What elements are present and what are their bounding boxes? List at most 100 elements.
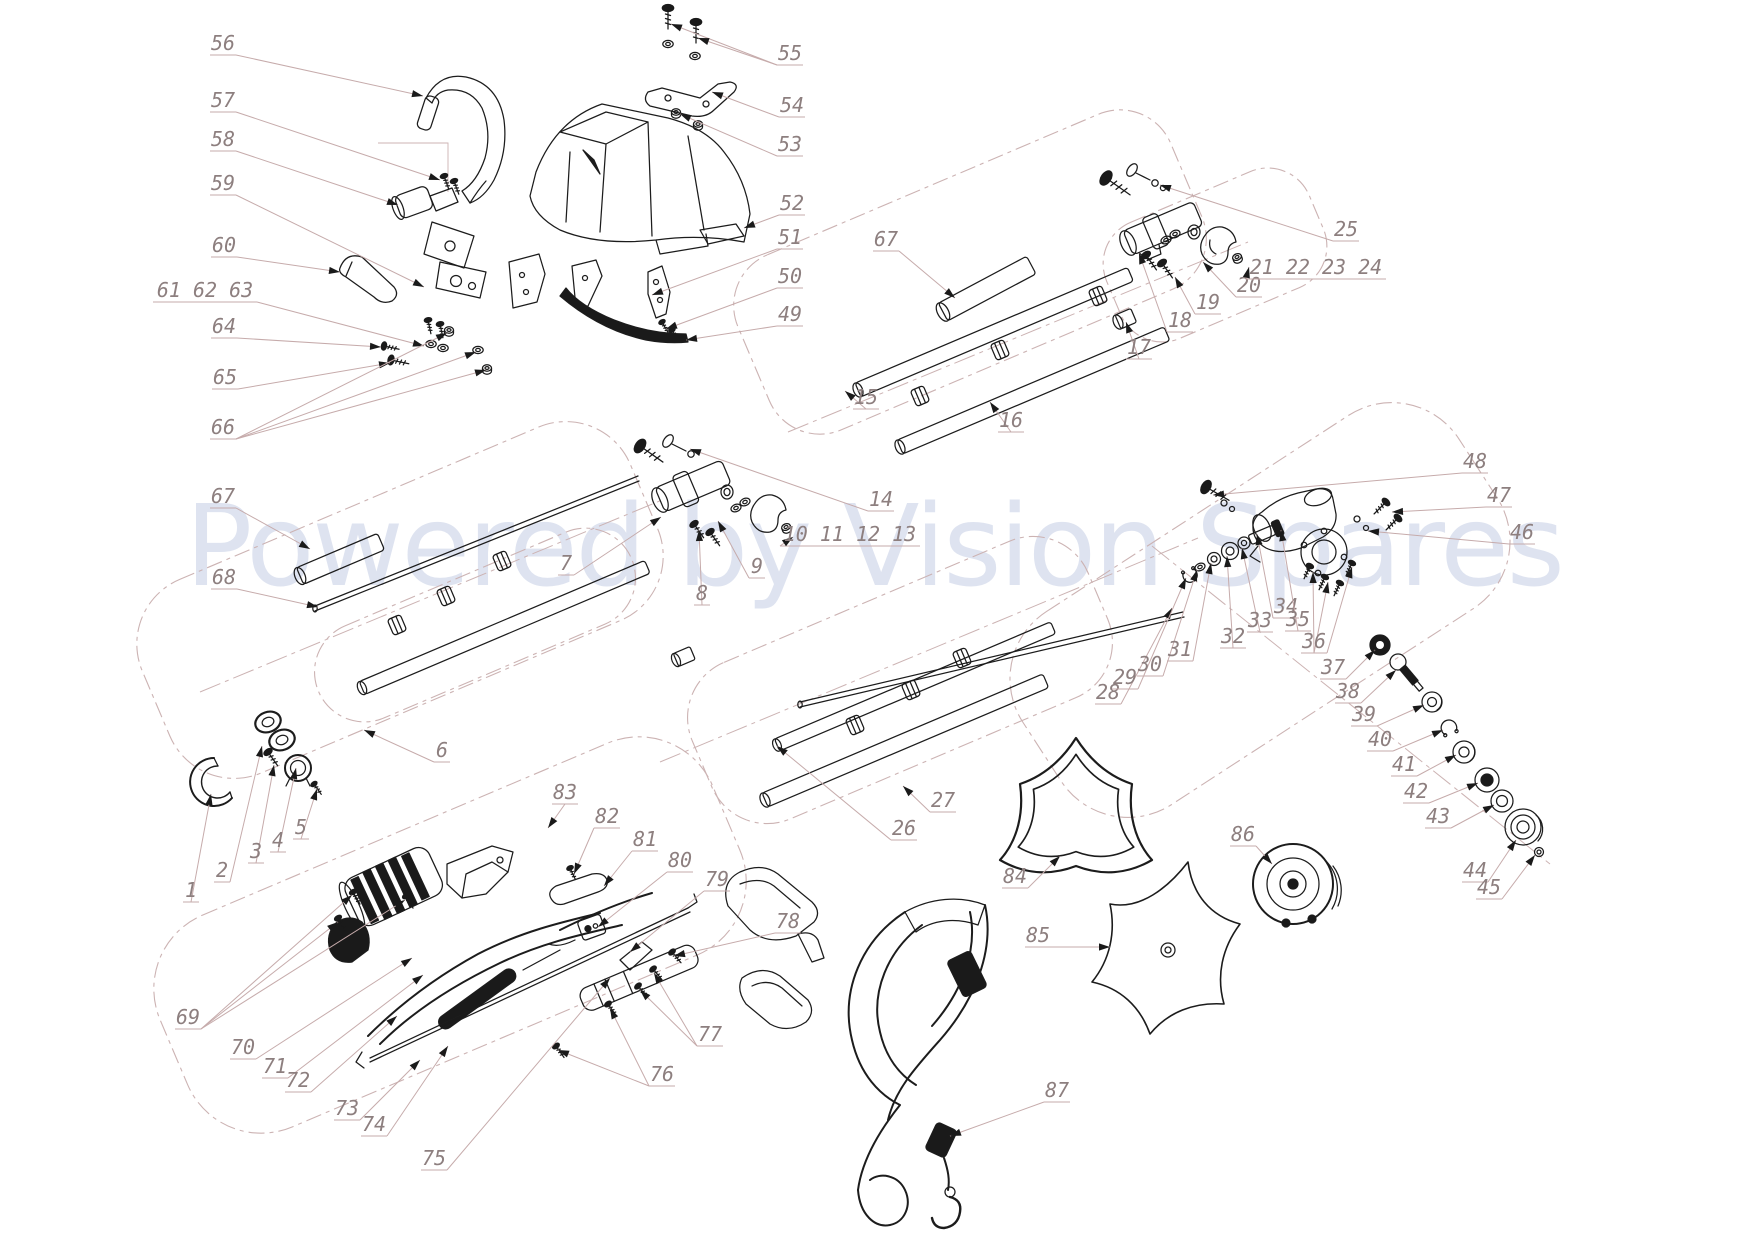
callout-55: 55 xyxy=(670,23,803,66)
svg-text:79: 79 xyxy=(705,867,729,891)
svg-text:1: 1 xyxy=(185,878,197,902)
callout-74: 74 xyxy=(361,1045,449,1137)
svg-text:10 11 12 13: 10 11 12 13 xyxy=(784,522,916,546)
callout-18: 18 xyxy=(1138,252,1193,333)
svg-text:8: 8 xyxy=(696,581,708,605)
svg-text:42: 42 xyxy=(1404,779,1428,803)
shoulder-harness xyxy=(847,898,989,1230)
svg-text:74: 74 xyxy=(362,1112,386,1136)
blade-guard xyxy=(529,103,751,255)
loop-handle xyxy=(416,75,506,204)
svg-text:4: 4 xyxy=(272,828,284,852)
svg-text:56: 56 xyxy=(211,31,235,55)
svg-text:68: 68 xyxy=(212,565,236,589)
svg-text:59: 59 xyxy=(211,171,235,195)
svg-text:58: 58 xyxy=(211,127,235,151)
mid-coupler xyxy=(630,434,793,550)
svg-text:35: 35 xyxy=(1285,607,1310,631)
callout-79: 79 xyxy=(629,867,730,953)
reference-lines xyxy=(378,142,449,192)
callout-15: 15 xyxy=(844,385,879,410)
callout-40: 40 xyxy=(1367,727,1444,752)
callout-21-22-23-24: 21 22 23 24 xyxy=(1242,255,1386,280)
callout-14: 14 xyxy=(689,448,894,512)
svg-text:49: 49 xyxy=(778,302,802,326)
guard-bracket xyxy=(644,3,737,131)
callout-76: 76 xyxy=(557,1007,675,1087)
svg-text:67: 67 xyxy=(874,227,898,251)
callout-80: 80 xyxy=(597,848,693,928)
callout-48: 48 xyxy=(1212,449,1488,498)
callout-73: 73 xyxy=(334,1059,421,1121)
callout-86: 86 xyxy=(1230,822,1273,865)
callout-64: 64 xyxy=(211,314,382,350)
svg-text:17: 17 xyxy=(1127,335,1151,359)
callout-85: 85 xyxy=(1025,923,1110,951)
svg-text:53: 53 xyxy=(778,132,802,156)
svg-text:65: 65 xyxy=(213,365,237,389)
svg-text:7: 7 xyxy=(560,551,572,575)
group-outlines xyxy=(136,109,1511,1134)
callout-58: 58 xyxy=(210,127,399,206)
svg-text:31: 31 xyxy=(1167,637,1192,661)
svg-text:61 62 63: 61 62 63 xyxy=(157,278,253,302)
svg-text:77: 77 xyxy=(698,1022,722,1046)
callout-84: 84 xyxy=(1002,855,1061,889)
callout-7: 7 xyxy=(558,516,662,576)
callout-45: 45 xyxy=(1476,854,1536,900)
callout-66: 66 xyxy=(210,332,487,440)
callout-16: 16 xyxy=(989,401,1024,433)
upper-shaft-group xyxy=(852,256,1170,455)
three-tooth-blade xyxy=(1091,861,1241,1035)
svg-text:46: 46 xyxy=(1510,520,1534,544)
svg-text:73: 73 xyxy=(335,1096,359,1120)
callout-61-62-63: 61 62 63 xyxy=(153,278,425,347)
callout-68: 68 xyxy=(211,565,319,609)
svg-text:6: 6 xyxy=(436,738,448,762)
callout-5: 5 xyxy=(293,788,318,840)
svg-text:82: 82 xyxy=(595,804,619,828)
guard-plate xyxy=(998,736,1154,874)
svg-text:86: 86 xyxy=(1231,822,1255,846)
svg-text:16: 16 xyxy=(999,408,1023,432)
svg-text:72: 72 xyxy=(286,1068,310,1092)
svg-text:14: 14 xyxy=(869,487,893,511)
callout-77: 77 xyxy=(639,972,723,1047)
svg-text:33: 33 xyxy=(1247,608,1272,632)
svg-text:38: 38 xyxy=(1335,679,1360,703)
callout-2: 2 xyxy=(214,745,263,883)
callout-31: 31 xyxy=(1167,562,1213,662)
callout-9: 9 xyxy=(717,520,765,579)
svg-text:54: 54 xyxy=(780,93,804,117)
callout-3: 3 xyxy=(248,764,276,864)
callout-4: 4 xyxy=(270,767,298,853)
svg-text:43: 43 xyxy=(1426,804,1450,828)
callout-56: 56 xyxy=(210,31,424,98)
callout-36: 36 xyxy=(1301,566,1353,654)
svg-text:60: 60 xyxy=(212,233,236,257)
guard-extension xyxy=(508,253,689,344)
svg-text:69: 69 xyxy=(176,1005,200,1029)
callout-65: 65 xyxy=(212,361,391,390)
engine-assembly xyxy=(327,845,825,1069)
callout-10-11-12-13: 10 11 12 13 xyxy=(779,522,920,547)
svg-text:25: 25 xyxy=(1334,217,1358,241)
callout-37: 37 xyxy=(1320,649,1376,680)
svg-text:51: 51 xyxy=(778,225,802,249)
callout-50: 50 xyxy=(665,264,803,330)
svg-text:81: 81 xyxy=(633,827,657,851)
svg-text:32: 32 xyxy=(1220,624,1245,648)
svg-text:18: 18 xyxy=(1168,308,1192,332)
svg-text:71: 71 xyxy=(263,1054,287,1078)
svg-text:47: 47 xyxy=(1487,483,1511,507)
callout-17: 17 xyxy=(1125,321,1152,360)
callout-82: 82 xyxy=(573,804,620,875)
callout-75: 75 xyxy=(421,977,611,1171)
svg-text:55: 55 xyxy=(778,41,802,65)
svg-text:26: 26 xyxy=(892,816,916,840)
callout-33: 33 xyxy=(1240,547,1273,633)
upper-coupler xyxy=(1096,163,1244,282)
svg-text:75: 75 xyxy=(422,1146,446,1170)
